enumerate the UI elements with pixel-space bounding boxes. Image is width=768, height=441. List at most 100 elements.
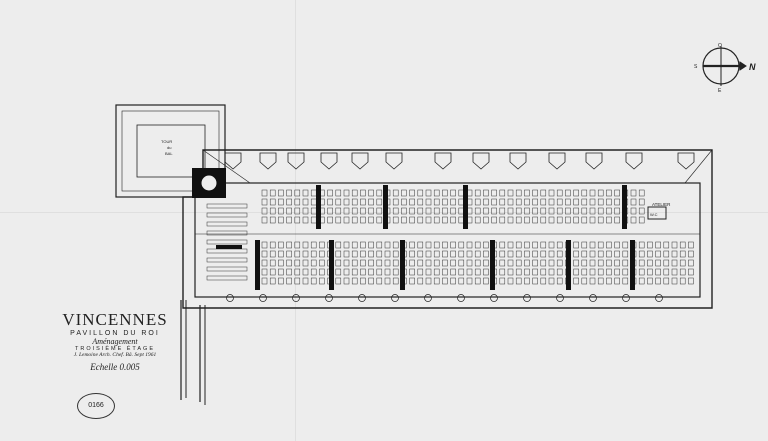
desk <box>638 189 645 197</box>
workshop-label: ATELIER <box>652 202 671 207</box>
desk <box>606 250 612 258</box>
title-purpose: Aménagement <box>92 337 138 346</box>
desk <box>278 250 284 258</box>
desk <box>573 277 579 285</box>
pillar <box>622 185 627 229</box>
dormer-window <box>320 152 338 170</box>
desk <box>294 259 301 267</box>
desk <box>663 241 670 249</box>
desk <box>294 189 301 197</box>
desk <box>638 216 645 224</box>
desk <box>540 277 547 285</box>
pillar <box>463 185 468 229</box>
desk <box>343 198 350 206</box>
desk <box>450 241 456 249</box>
desk <box>499 250 506 258</box>
desk <box>384 250 391 258</box>
desk <box>286 189 292 197</box>
desk <box>548 207 555 215</box>
desk <box>278 189 284 197</box>
desk <box>474 189 481 197</box>
desk <box>638 259 645 267</box>
desk <box>556 268 563 276</box>
desk <box>450 259 456 267</box>
desk <box>417 207 424 215</box>
desk <box>466 259 473 267</box>
desk <box>556 207 563 215</box>
desk <box>491 216 497 224</box>
desk <box>286 241 292 249</box>
desk <box>573 198 579 206</box>
desk <box>310 198 317 206</box>
desk <box>206 275 248 281</box>
desk <box>614 250 620 258</box>
desk <box>507 268 514 276</box>
desk <box>351 250 358 258</box>
desk <box>450 216 456 224</box>
desk <box>425 216 432 224</box>
desk <box>351 277 358 285</box>
desk <box>647 259 653 267</box>
desk <box>442 189 448 197</box>
desk <box>433 241 440 249</box>
desk <box>376 250 383 258</box>
desk <box>261 207 268 215</box>
desk <box>483 198 489 206</box>
desk <box>507 277 514 285</box>
desk <box>269 216 276 224</box>
desk <box>597 250 604 258</box>
desk <box>622 250 629 258</box>
desk <box>327 189 333 197</box>
desk <box>556 198 563 206</box>
desk <box>573 207 579 215</box>
desk <box>206 248 248 254</box>
desk <box>343 216 350 224</box>
desk <box>302 198 309 206</box>
desk <box>425 268 432 276</box>
desk <box>376 259 383 267</box>
desk <box>540 268 547 276</box>
desk <box>499 189 506 197</box>
dormer-window <box>434 152 452 170</box>
pillar <box>316 185 321 229</box>
desk <box>384 259 391 267</box>
compass-east: E <box>718 88 722 94</box>
desk <box>319 268 325 276</box>
desk <box>392 198 399 206</box>
dormer-window <box>625 152 643 170</box>
desk <box>351 241 358 249</box>
desk <box>286 259 292 267</box>
corridor <box>180 300 206 405</box>
desk <box>597 259 604 267</box>
desk <box>573 268 579 276</box>
desk <box>524 250 530 258</box>
desk <box>433 259 440 267</box>
dormer-windows <box>224 152 695 170</box>
wc-label: W.C <box>650 212 658 217</box>
desk <box>409 259 415 267</box>
desk <box>310 277 317 285</box>
desk <box>589 259 596 267</box>
bay-opening <box>622 294 630 302</box>
desk <box>343 207 350 215</box>
desk <box>409 189 415 197</box>
desk <box>679 268 686 276</box>
compass-south: S <box>694 64 698 70</box>
bay-opening <box>391 294 399 302</box>
desk <box>565 189 571 197</box>
desk <box>688 277 694 285</box>
desk <box>335 259 342 267</box>
dormer-window <box>351 152 369 170</box>
desk <box>614 216 620 224</box>
desk <box>327 216 333 224</box>
desk <box>417 250 424 258</box>
desk <box>597 241 604 249</box>
desk <box>524 277 530 285</box>
desk <box>499 207 506 215</box>
desk <box>474 250 481 258</box>
desk <box>540 198 547 206</box>
desk <box>524 241 530 249</box>
desk <box>343 241 350 249</box>
desk <box>532 216 538 224</box>
desk <box>343 268 350 276</box>
